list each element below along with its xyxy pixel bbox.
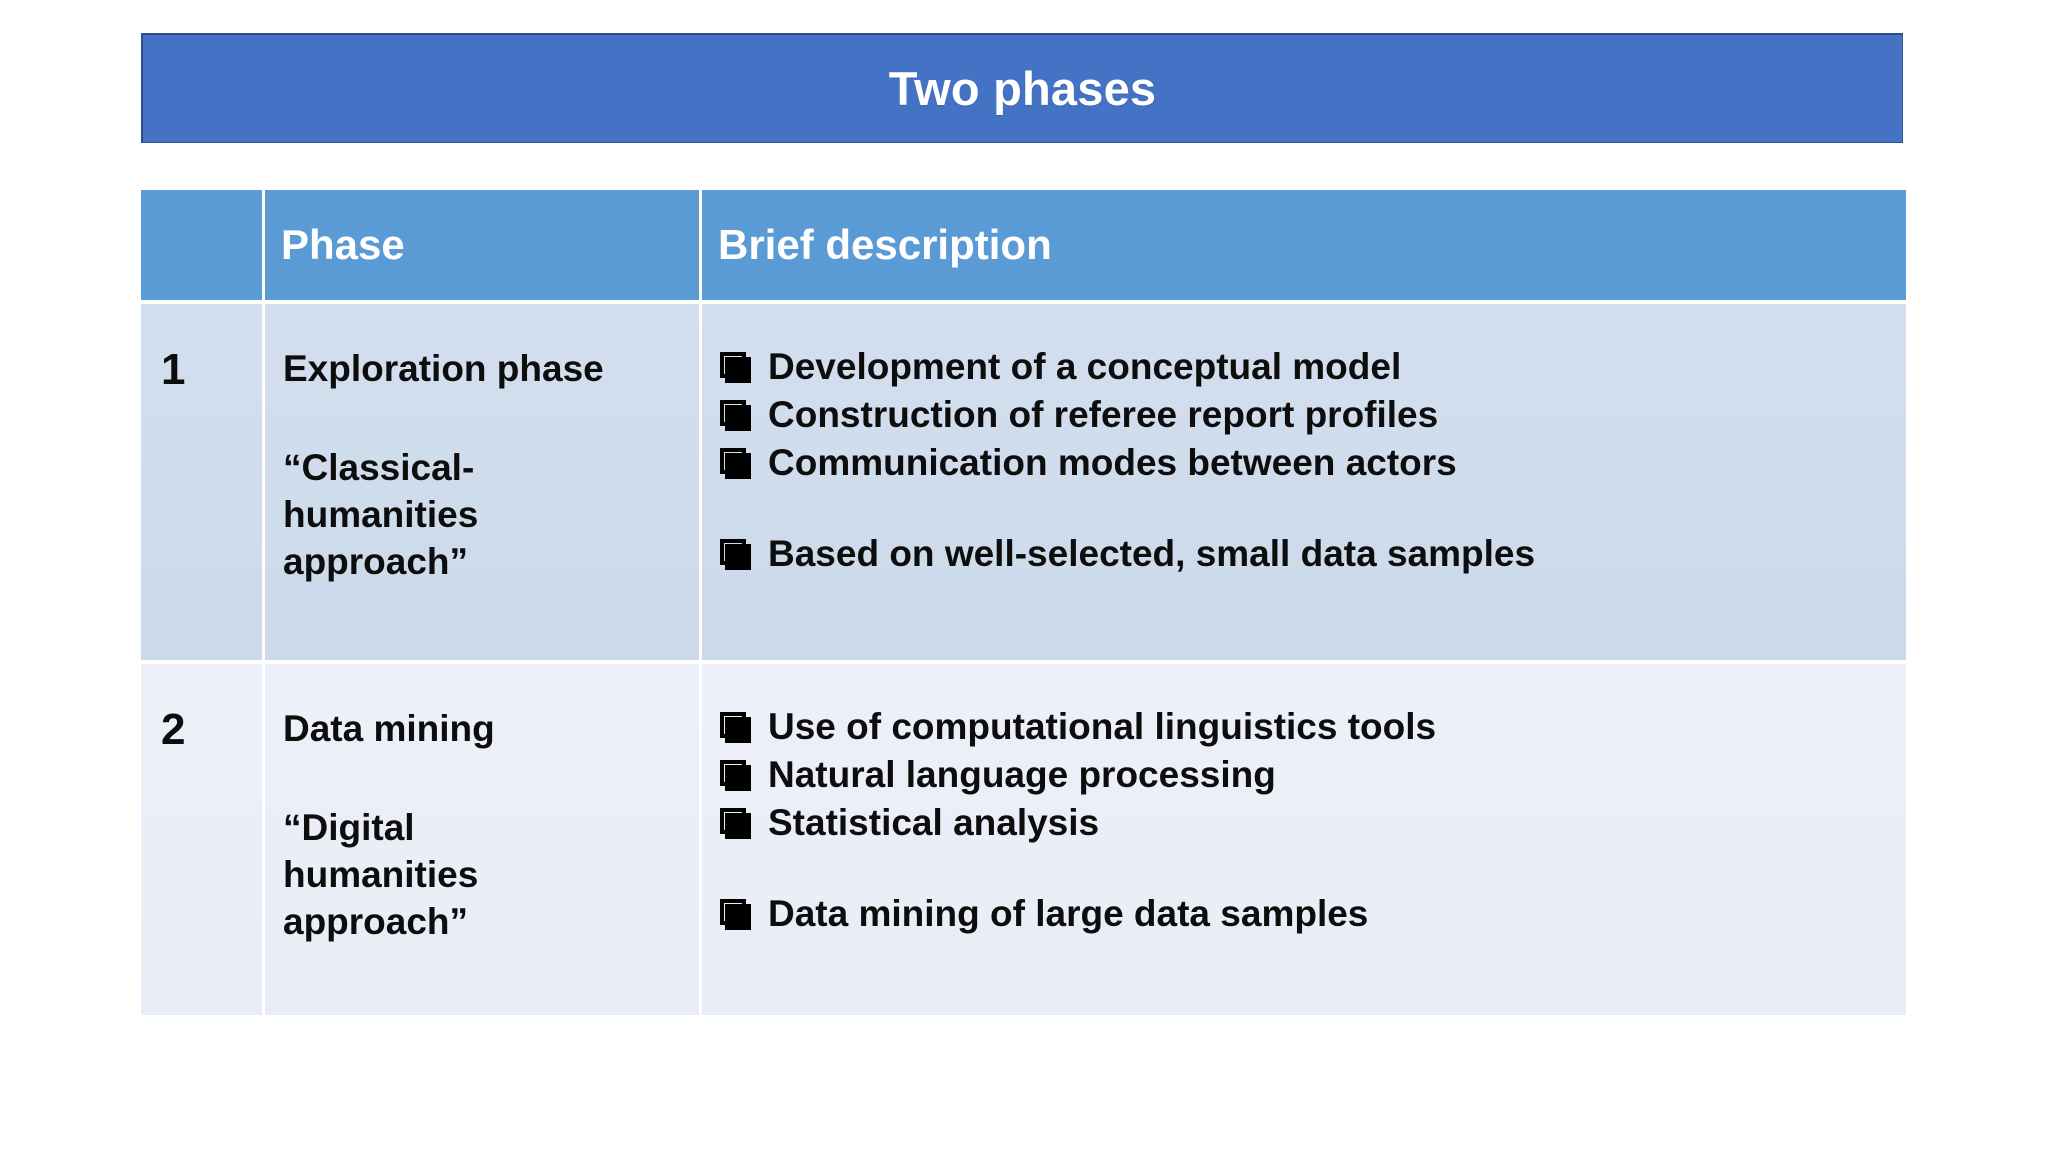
header-cell-number: [141, 190, 265, 300]
bullet-list: Development of a conceptual model Constr…: [720, 344, 1890, 578]
phase-title: Data mining: [283, 708, 495, 749]
row-number-cell: 2: [141, 664, 265, 1015]
header-cell-phase: Phase: [265, 190, 702, 300]
row-description-cell: Use of computational linguistics tools N…: [702, 664, 1906, 1015]
table-header-row: Phase Brief description: [141, 190, 1906, 300]
list-item-label: Natural language processing: [768, 753, 1276, 795]
table-row: 2 Data mining “Digital humanities approa…: [141, 660, 1906, 1015]
list-item: Development of a conceptual model: [720, 344, 1890, 391]
phase-title: Exploration phase: [283, 348, 604, 389]
list-item-label: Development of a conceptual model: [768, 346, 1402, 387]
row-number: 2: [161, 705, 186, 754]
list-item: Statistical analysis: [720, 800, 1890, 847]
list-item-label: Construction of referee report profiles: [768, 393, 1439, 435]
list-item: Construction of referee report profiles: [720, 392, 1890, 439]
bullet-list: Use of computational linguistics tools N…: [720, 704, 1890, 938]
row-number: 1: [161, 345, 186, 394]
slide-title-banner: Two phases: [141, 33, 1903, 143]
page-title: Two phases: [888, 62, 1157, 115]
list-item: Natural language processing: [720, 752, 1890, 799]
list-item-label: Use of computational linguistics tools: [768, 706, 1437, 747]
header-label-phase: Phase: [281, 220, 405, 268]
row-phase-cell: Data mining “Digital humanities approach…: [265, 664, 702, 1015]
row-description-cell: Development of a conceptual model Constr…: [702, 304, 1906, 660]
list-item: Data mining of large data samples: [720, 891, 1890, 938]
two-phases-table: Phase Brief description 1 Exploration ph…: [141, 190, 1906, 1015]
table-row: 1 Exploration phase “Classical-humanitie…: [141, 300, 1906, 660]
list-item: Communication modes between actors: [720, 440, 1890, 487]
header-label-description: Brief description: [718, 220, 1052, 268]
list-item-label: Based on well-selected, small data sampl…: [768, 532, 1536, 574]
list-item-label: Statistical analysis: [768, 801, 1100, 843]
list-item: Use of computational linguistics tools: [720, 704, 1890, 751]
list-item-label: Data mining of large data samples: [768, 892, 1369, 934]
phase-subtitle: “Digital humanities approach”: [283, 806, 479, 942]
list-item-label: Communication modes between actors: [768, 441, 1457, 483]
row-number-cell: 1: [141, 304, 265, 660]
phase-subtitle: “Classical-humanities approach”: [283, 446, 479, 582]
list-item: Based on well-selected, small data sampl…: [720, 531, 1890, 578]
header-cell-description: Brief description: [702, 190, 1906, 300]
row-phase-cell: Exploration phase “Classical-humanities …: [265, 304, 702, 660]
